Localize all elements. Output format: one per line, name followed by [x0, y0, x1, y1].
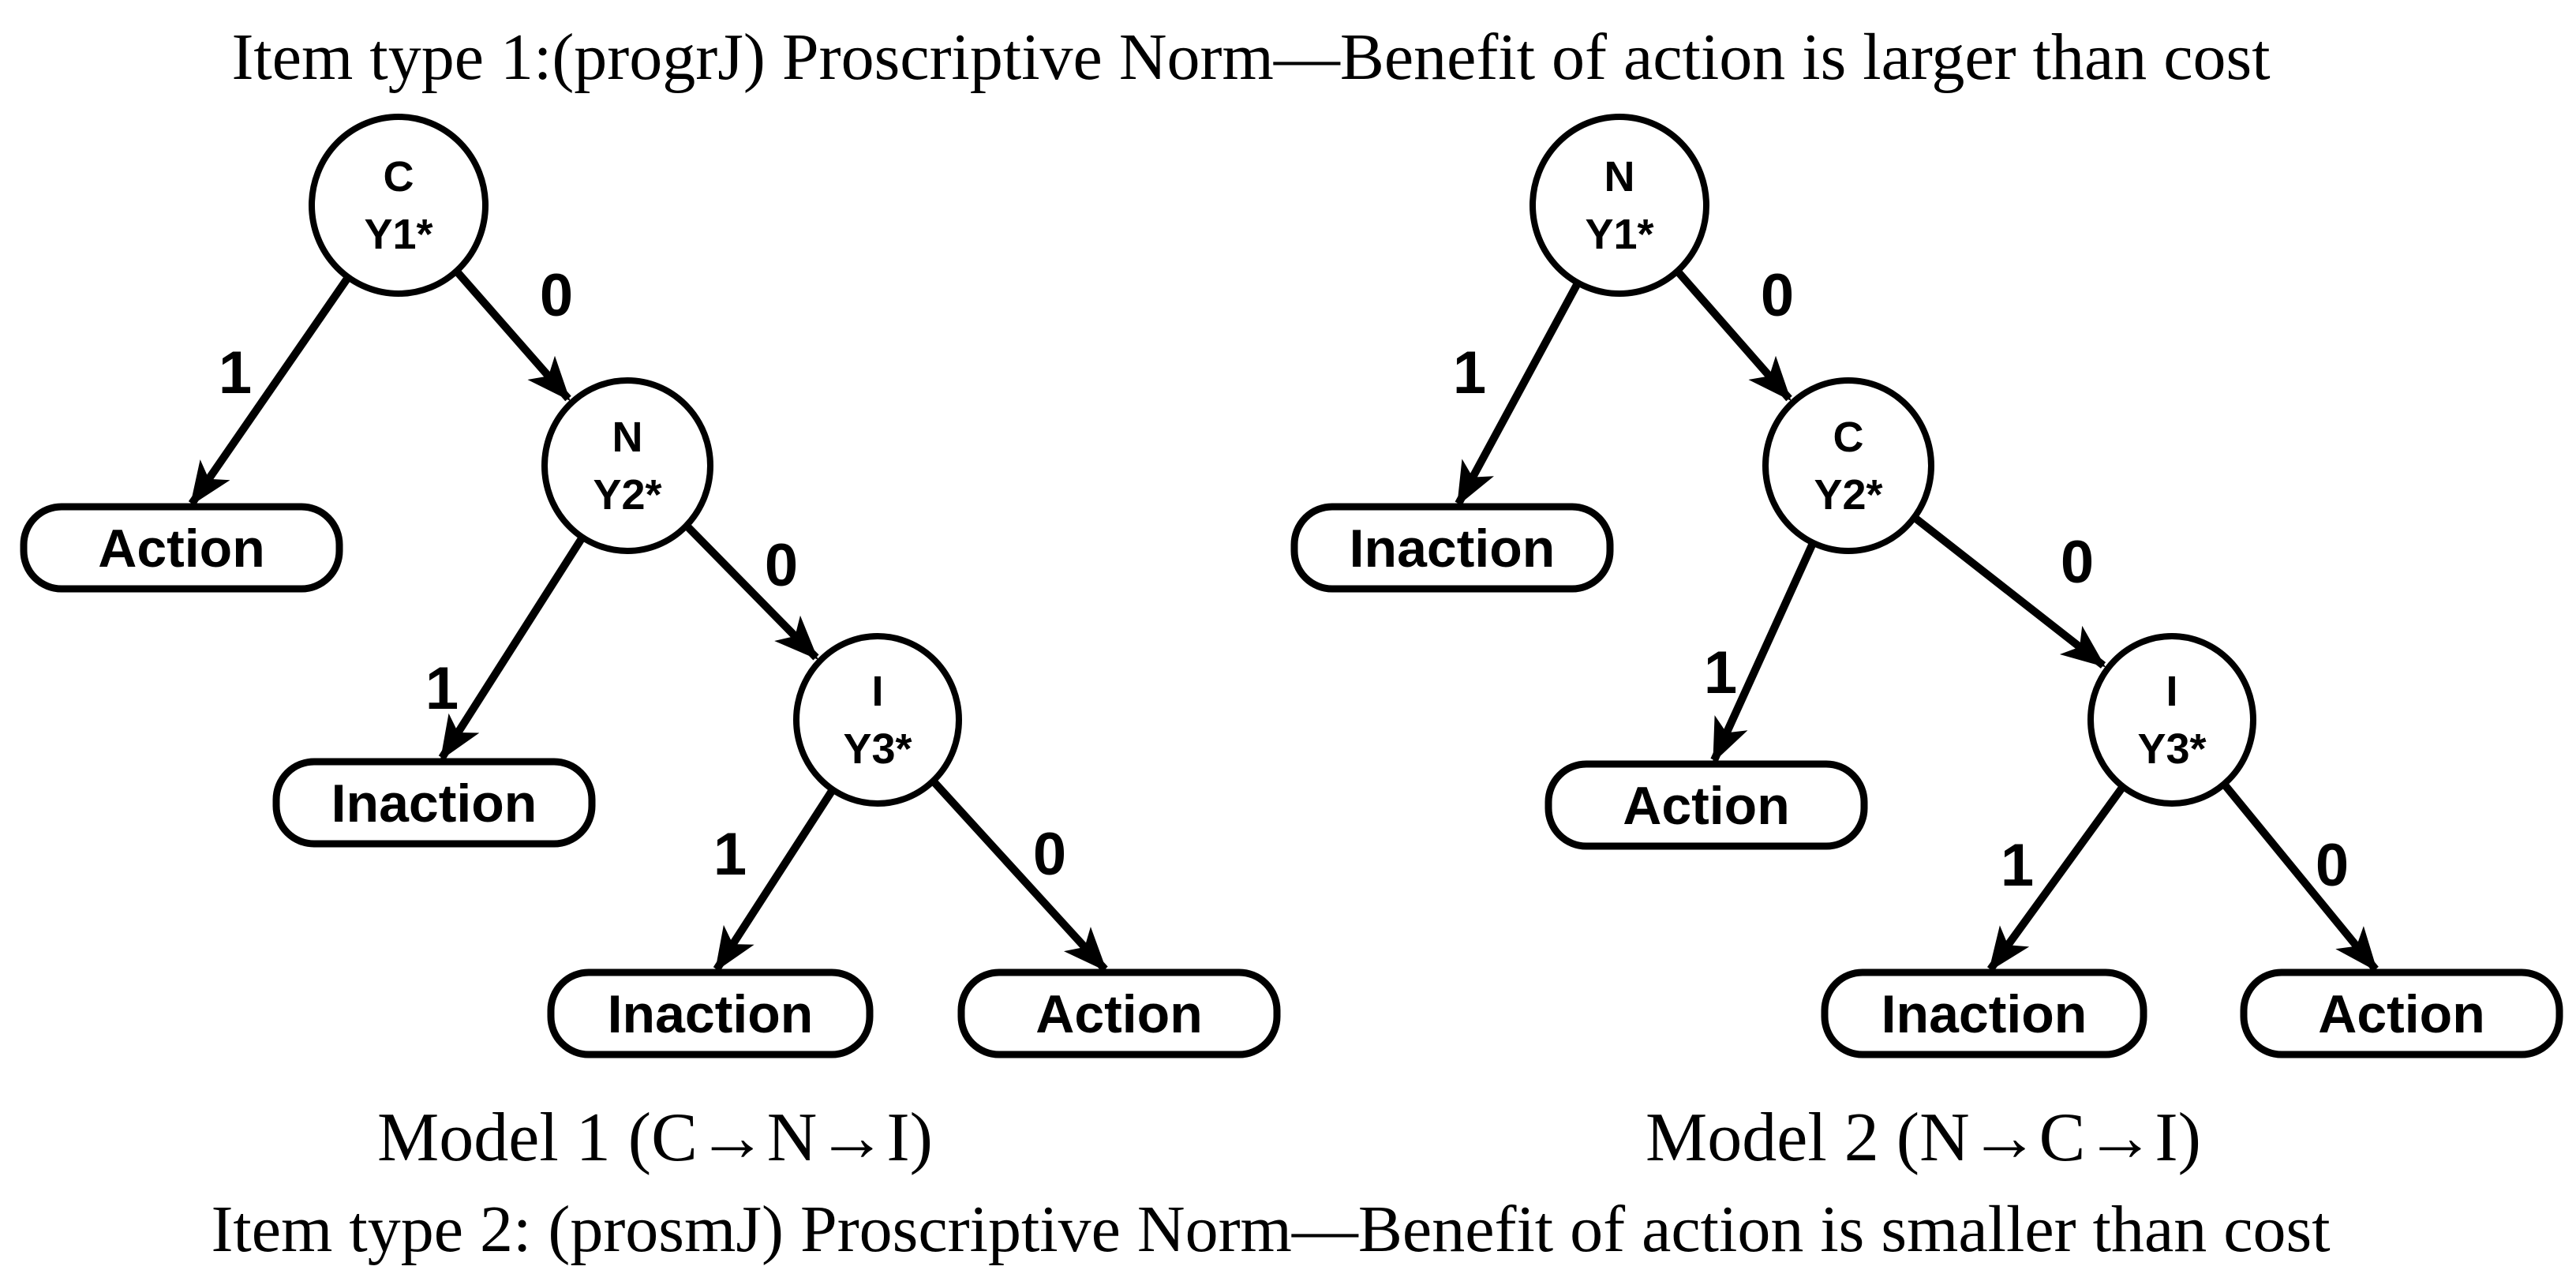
node-sublabel: Y2*: [593, 471, 661, 519]
edge-label: 1: [1704, 639, 1737, 706]
node-label: C: [384, 153, 414, 200]
model1-edge-arrow-node2-0: [683, 522, 819, 661]
edge-label: 1: [2001, 832, 2034, 899]
decision-node-circle: [1762, 377, 1934, 554]
leaf-box: [957, 968, 1281, 1058]
leaf-box: [1290, 503, 1614, 593]
leaf-label: Action: [2318, 984, 2485, 1044]
leaf-box: [20, 503, 343, 593]
edge-label: 0: [1761, 262, 1794, 329]
node-label: N: [612, 414, 643, 461]
node-sublabel: Y3*: [843, 725, 912, 773]
leaf-label: Inaction: [608, 984, 814, 1044]
node-label: N: [1604, 153, 1635, 200]
model1-caption: Model 1 (C→N→I): [377, 1100, 933, 1176]
leaf-box: [2240, 968, 2563, 1058]
model2-edge-arrow-node2-0: [1911, 514, 2106, 669]
edge-label: 0: [1033, 821, 1066, 888]
model2-edge-arrow-node2-1: [1710, 539, 1818, 763]
figure-top-caption: Item type 1:(progrJ) Proscriptive Norm—B…: [231, 21, 2270, 94]
leaf-label: Inaction: [331, 774, 537, 834]
leaf-label: Action: [1035, 984, 1203, 1044]
decision-node-circle: [793, 633, 962, 807]
node-sublabel: Y1*: [1585, 211, 1653, 258]
figure-bottom-caption: Item type 2: (prosmJ) Proscriptive Norm—…: [211, 1193, 2330, 1266]
leaf-label: Action: [98, 519, 265, 579]
decision-node-circle: [1530, 114, 1709, 297]
model2-edge-arrow-node3-0: [2220, 780, 2379, 972]
edge-label: 1: [1453, 339, 1486, 406]
decision-node-circle: [309, 114, 489, 297]
model1-tree: 1 0 1 0 1 0 C Y1* N Y2* I Y3* Action Ina…: [20, 114, 1281, 1176]
edge-label: 0: [765, 532, 798, 599]
edge-label: 0: [540, 262, 573, 329]
leaf-box: [272, 758, 596, 848]
model1-edge-arrow-node3-1: [713, 786, 837, 972]
model1-edge-arrow-0-to-node2: [453, 268, 571, 402]
model2-edge-arrow-1: [1455, 279, 1582, 507]
node-sublabel: Y1*: [364, 211, 432, 258]
edge-label: 0: [2061, 529, 2094, 596]
node-label: I: [2166, 668, 2177, 715]
node-sublabel: Y2*: [1814, 471, 1882, 519]
model2-edge-arrow-0-to-node2: [1674, 268, 1792, 402]
leaf-box: [1544, 760, 1868, 850]
model2-caption: Model 2 (N→C→I): [1646, 1100, 2201, 1176]
leaf-box: [547, 968, 874, 1058]
model2-edge-arrow-node3-1: [1986, 783, 2128, 972]
decision-node-circle: [541, 377, 713, 554]
node-label: C: [1833, 414, 1864, 461]
edge-label: 1: [219, 339, 252, 406]
decision-node-circle: [2087, 633, 2256, 807]
leaf-label: Action: [1623, 776, 1790, 836]
node-sublabel: Y3*: [2137, 725, 2206, 773]
edge-label: 1: [713, 821, 747, 888]
model1-edge-arrow-1: [188, 274, 353, 507]
edge-label: 1: [425, 655, 459, 722]
leaf-box: [1821, 968, 2147, 1058]
edge-label: 0: [2316, 832, 2349, 899]
leaf-label: Inaction: [1881, 984, 2087, 1044]
model1-edge-arrow-node3-0: [929, 777, 1108, 972]
leaf-label: Inaction: [1350, 519, 1556, 579]
model1-edge-arrow-node2-1: [438, 534, 587, 761]
node-label: I: [871, 668, 883, 715]
model2-tree: 1 0 1 0 1 0 N Y1* C Y2* I Y3* Inaction A…: [1290, 114, 2563, 1176]
